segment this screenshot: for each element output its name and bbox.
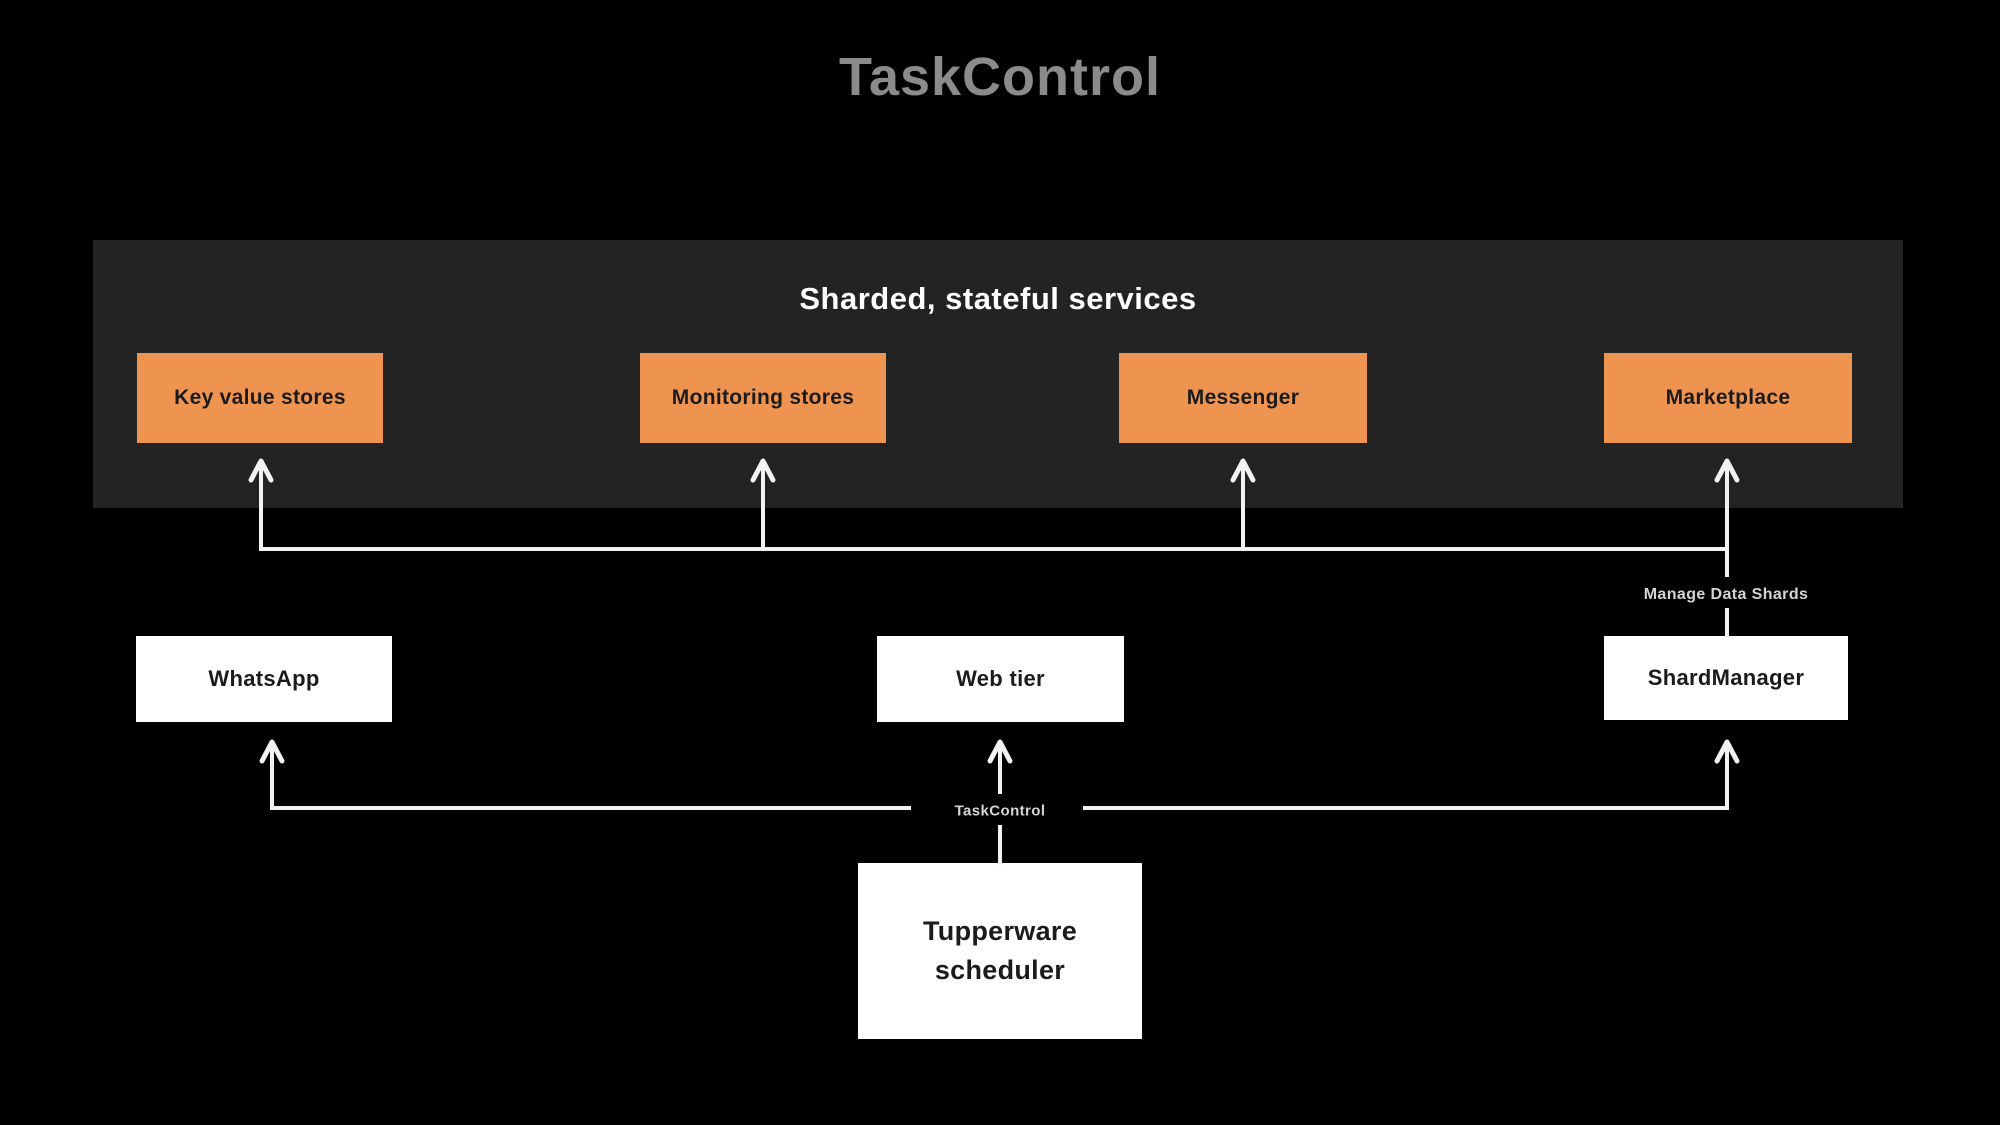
service-label: Marketplace: [1665, 386, 1791, 409]
edge-label-taskcontrol: TaskControl: [954, 802, 1046, 820]
arrowhead-up: [1714, 739, 1740, 764]
sharded-services-panel-title: Sharded, stateful services: [799, 281, 1197, 316]
edge-label-manage-data-shards: Manage Data Shards: [1643, 586, 1809, 603]
node-label: WhatsApp: [208, 666, 320, 691]
node-label: Web tier: [956, 666, 1045, 691]
node-label: ShardManager: [1647, 665, 1805, 690]
service-label: Key value stores: [174, 386, 346, 409]
node-whatsapp: WhatsApp: [136, 636, 392, 722]
service-label: Monitoring stores: [671, 386, 855, 409]
service-box-marketplace: Marketplace: [1604, 353, 1852, 443]
arrowhead-up: [259, 739, 285, 764]
sharded-services-panel: Sharded, stateful services: [93, 240, 1903, 508]
service-box-key-value-stores: Key value stores: [137, 353, 383, 443]
node-label: Tupperware scheduler: [922, 915, 1078, 985]
arrowhead-up: [987, 739, 1013, 764]
node-tupperware-scheduler: Tupperware scheduler: [858, 863, 1142, 1039]
service-box-messenger: Messenger: [1119, 353, 1367, 443]
service-label: Messenger: [1186, 386, 1300, 409]
service-box-monitoring-stores: Monitoring stores: [640, 353, 886, 443]
node-web-tier: Web tier: [877, 636, 1124, 722]
node-shard-manager: ShardManager: [1604, 636, 1848, 720]
page-title: TaskControl: [838, 47, 1162, 107]
